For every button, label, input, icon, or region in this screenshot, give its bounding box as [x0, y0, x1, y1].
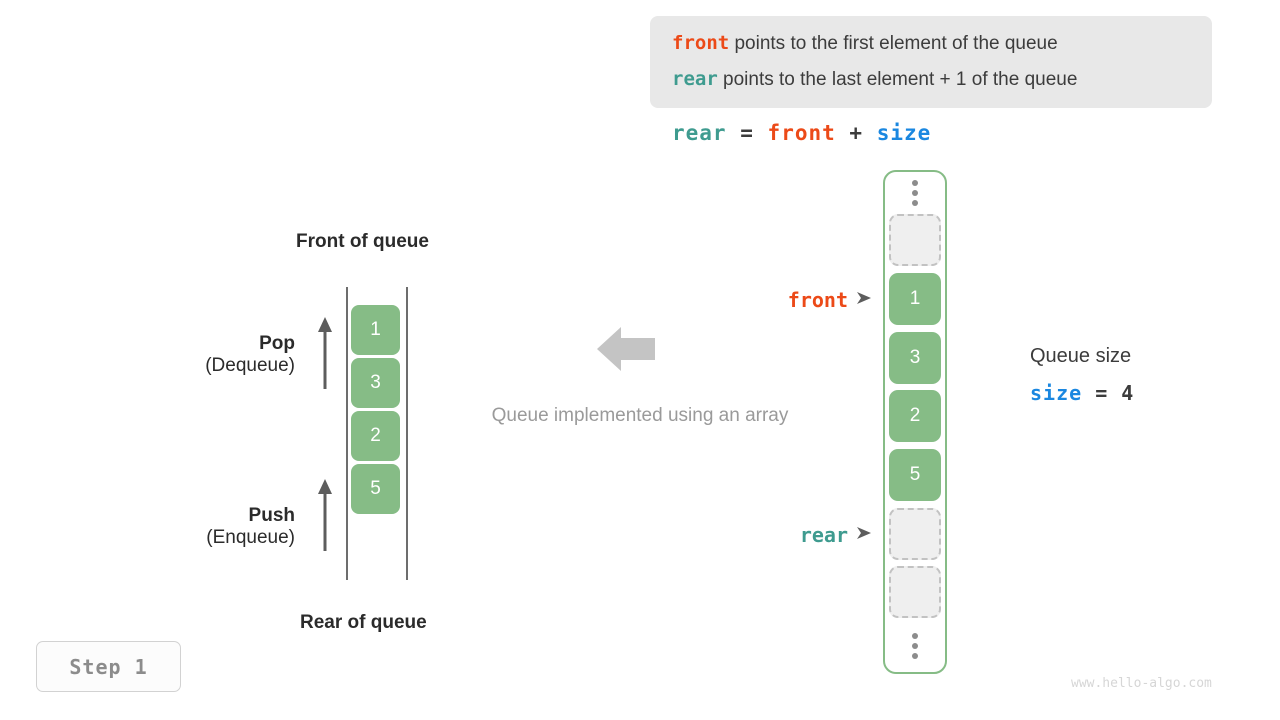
- legend-text-rear: points to the last element + 1 of the qu…: [723, 69, 1078, 90]
- legend-line-rear: rear points to the last element + 1 of t…: [672, 68, 1077, 91]
- legend-keyword-rear: rear: [672, 68, 718, 90]
- queue-rail-right: [406, 287, 408, 580]
- pop-label-sub: (Dequeue): [205, 355, 295, 376]
- arrow-left-icon: [597, 325, 655, 373]
- watermark: www.hello-algo.com: [1071, 676, 1212, 691]
- formula-equals: =: [740, 121, 754, 145]
- legend-keyword-front: front: [672, 32, 730, 54]
- array-container: [883, 170, 947, 674]
- queue-cell: 5: [351, 464, 400, 514]
- legend-text-front: points to the first element of the queue: [734, 33, 1058, 54]
- pop-arrow-icon: [310, 315, 340, 391]
- queue-size-expression: size = 4: [1030, 381, 1134, 405]
- pop-label: Pop (Dequeue): [175, 333, 295, 377]
- array-slot-empty: [889, 566, 941, 618]
- legend-line-front: front points to the first element of the…: [672, 32, 1058, 55]
- center-caption: Queue implemented using an array: [491, 405, 789, 426]
- queue-rail-left: [346, 287, 348, 580]
- array-ellipsis-bottom: [889, 631, 941, 661]
- size-value: = 4: [1082, 381, 1135, 405]
- formula-rear: rear: [672, 121, 727, 145]
- array-ellipsis-top: [889, 178, 941, 208]
- pointer-arrowhead-icon: [856, 291, 872, 310]
- formula-front: front: [767, 121, 836, 145]
- legend-box: front points to the first element of the…: [650, 16, 1212, 108]
- queue-size-label: Queue size: [1030, 345, 1132, 367]
- rear-pointer-label: rear: [700, 523, 872, 547]
- array-slot-empty: [889, 214, 941, 266]
- front-pointer-name: front: [787, 288, 848, 312]
- pointer-arrowhead-icon: [856, 526, 872, 545]
- queue-cell: 3: [351, 358, 400, 408]
- front-pointer-label: front: [700, 288, 872, 312]
- queue-cell: 2: [351, 411, 400, 461]
- step-badge: Step 1: [36, 641, 181, 692]
- array-slot-filled: 5: [889, 449, 941, 501]
- array-slot-filled: 3: [889, 332, 941, 384]
- queue-cell: 1: [351, 305, 400, 355]
- push-label-main: Push: [248, 505, 295, 526]
- formula-plus: +: [849, 121, 864, 145]
- formula-expression: rear = front + size: [672, 121, 931, 145]
- front-of-queue-label: Front of queue: [296, 231, 429, 252]
- push-arrow-icon: [310, 477, 340, 553]
- size-keyword: size: [1030, 381, 1083, 405]
- push-label-sub: (Enqueue): [206, 527, 295, 548]
- pop-label-main: Pop: [259, 333, 295, 354]
- array-slot-empty: [889, 508, 941, 560]
- push-label: Push (Enqueue): [175, 505, 295, 549]
- array-slot-filled: 1: [889, 273, 941, 325]
- rear-pointer-name: rear: [799, 523, 848, 547]
- array-slot-filled: 2: [889, 390, 941, 442]
- formula-size: size: [876, 121, 932, 145]
- rear-of-queue-label: Rear of queue: [300, 612, 427, 633]
